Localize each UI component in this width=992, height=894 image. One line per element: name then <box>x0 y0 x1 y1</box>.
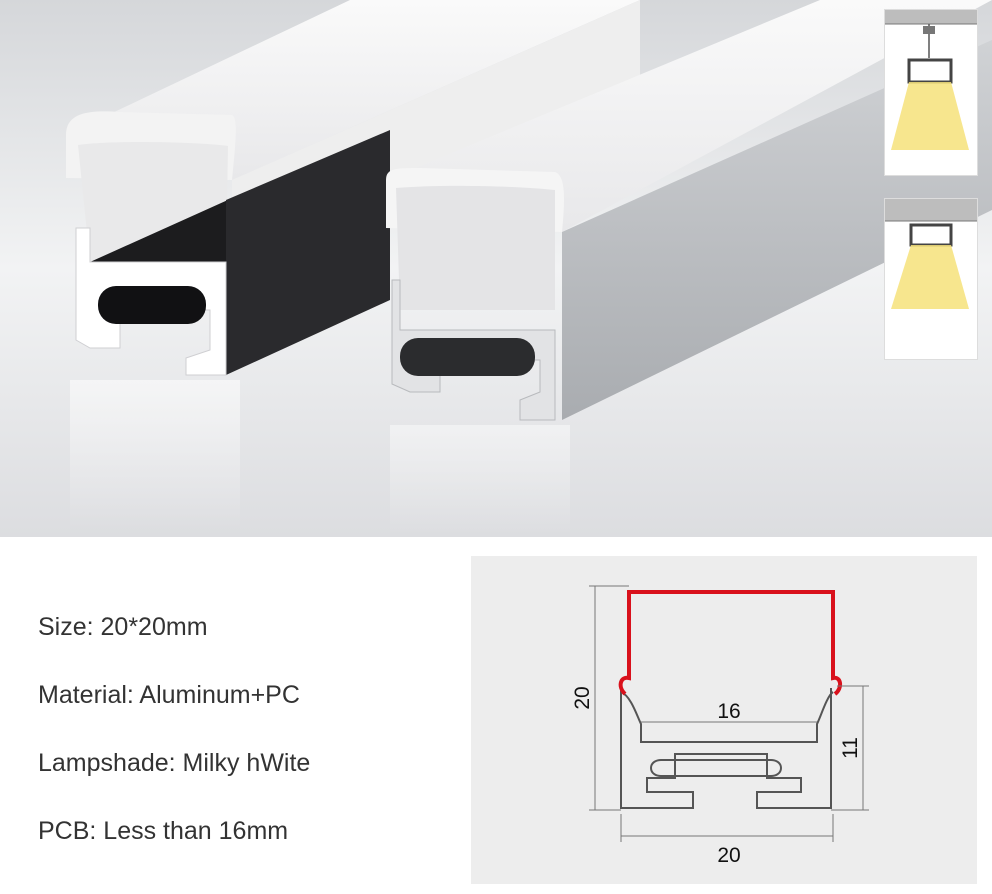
spec-pcb: PCB: Less than 16mm <box>38 817 289 845</box>
cross-section-drawing: 20 11 16 20 <box>471 556 977 884</box>
suspended-mount-icon <box>885 10 977 150</box>
surface-mount-icon <box>885 199 977 309</box>
suspended-mount-thumbnail <box>884 9 978 176</box>
inner-width-dimension-label: 16 <box>717 700 740 723</box>
specifications: Size: 20*20mm Material: Aluminum+PC Lamp… <box>38 600 310 872</box>
pcb-channel <box>620 691 834 743</box>
spec-size: Size: 20*20mm <box>38 613 208 641</box>
side-height-dimension-label: 11 <box>839 737 862 759</box>
surface-mount-thumbnail <box>884 198 978 360</box>
diffuser-outline <box>618 590 842 696</box>
spec-material: Material: Aluminum+PC <box>38 681 300 709</box>
bottom-width-dimension-label: 20 <box>717 844 740 867</box>
spec-lampshade: Lampshade: Milky hWite <box>38 749 311 777</box>
height-dimension-label: 20 <box>571 686 594 709</box>
black-profile <box>66 0 640 376</box>
screw-channel <box>649 759 783 777</box>
profile-outline <box>620 688 832 809</box>
product-photo <box>0 0 992 537</box>
